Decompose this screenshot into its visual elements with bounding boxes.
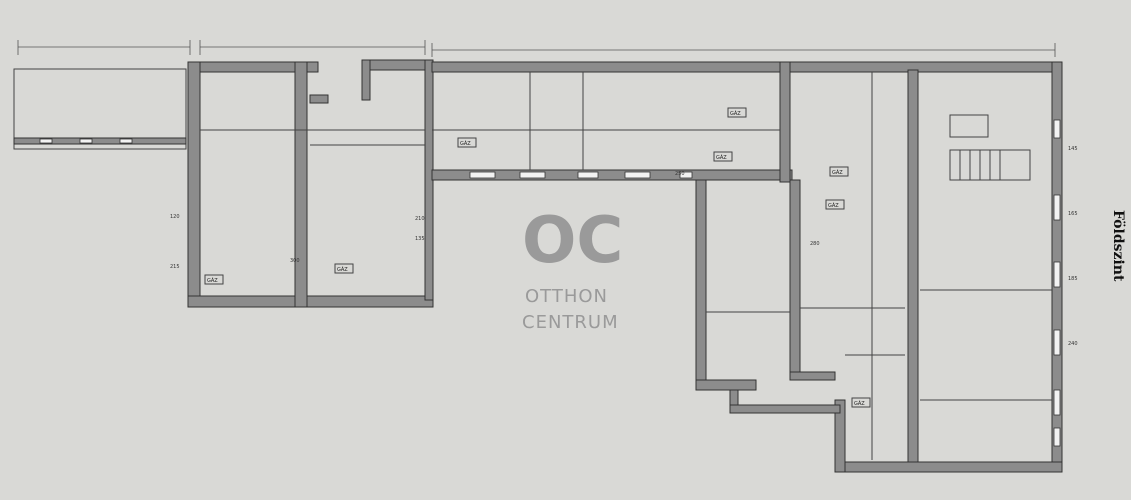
svg-text:GÁZ: GÁZ [460,140,471,147]
svg-text:120: 120 [170,214,180,220]
top-dimension-lines [17,40,1056,57]
gaz-tag: GÁZ [204,274,224,285]
svg-text:GÁZ: GÁZ [854,400,865,407]
svg-text:135: 135 [415,236,425,242]
staircase [949,114,1031,181]
svg-text:GÁZ: GÁZ [337,266,348,273]
interior-lines [200,72,1052,460]
gaz-tag: GÁZ [713,151,733,162]
svg-text:215: 215 [170,264,180,270]
logo-line2: CENTRUM [522,312,619,333]
dimension-labels: 120 135 210 215 250 280 300 145 165 185 … [170,146,1078,347]
svg-text:GÁZ: GÁZ [828,202,839,209]
svg-text:210: 210 [415,216,425,222]
svg-text:GÁZ: GÁZ [207,277,218,284]
gaz-tag: GÁZ [851,397,871,408]
gaz-tag: GÁZ [825,199,845,210]
gaz-tag: GÁZ [829,166,849,177]
left-wing-room [13,68,187,150]
svg-text:GÁZ: GÁZ [730,110,741,117]
svg-text:240: 240 [1068,341,1078,347]
gaz-tags: GÁZ GÁZ GÁZ GÁZ GÁZ GÁZ GÁZ GÁZ [204,107,871,408]
gaz-tag: GÁZ [334,263,354,274]
logo-mark: OC [522,204,623,278]
gaz-tag: GÁZ [457,137,477,148]
svg-text:250: 250 [675,171,685,177]
corridor-openings [469,171,693,179]
svg-text:GÁZ: GÁZ [832,169,843,176]
svg-text:185: 185 [1068,276,1078,282]
floor-label: Földszint [1110,210,1126,282]
svg-text:165: 165 [1068,211,1078,217]
logo-line1: OTTHON [525,286,608,307]
gaz-tag: GÁZ [727,107,747,118]
svg-text:300: 300 [290,258,300,264]
svg-text:GÁZ: GÁZ [716,154,727,161]
svg-text:280: 280 [810,241,820,247]
otthon-centrum-watermark: OC OTTHON CENTRUM [522,204,623,333]
outer-walls [187,59,1063,473]
svg-text:145: 145 [1068,146,1078,152]
right-windows [1053,119,1061,447]
